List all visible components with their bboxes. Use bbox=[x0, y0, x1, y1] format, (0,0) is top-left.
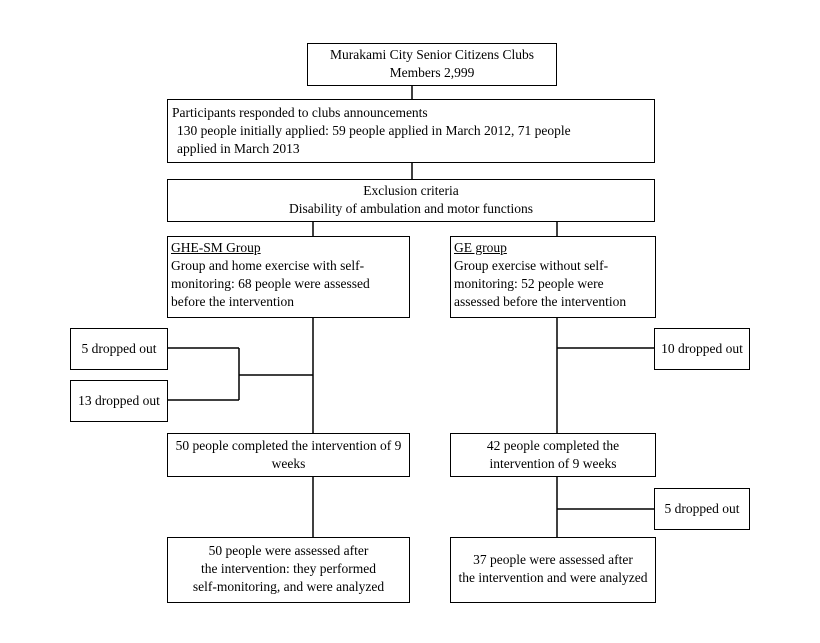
participants-heading: Participants responded to clubs announce… bbox=[172, 105, 428, 120]
ge-group-line-3: assessed before the intervention bbox=[454, 294, 627, 309]
ghe-sm-assessed-line-3: self-monitoring, and were analyzed bbox=[192, 579, 385, 594]
ge-assessed-line-1: 37 people were assessed after bbox=[473, 552, 633, 567]
ge-assessed-line-2: the intervention and were analyzed bbox=[458, 570, 648, 585]
ge-group-line-2: monitoring: 52 people were bbox=[454, 276, 604, 291]
participants-box: Participants responded to clubs announce… bbox=[167, 99, 655, 163]
source-population-box: Murakami City Senior Citizens Clubs Memb… bbox=[307, 43, 557, 86]
exclusion-box: Exclusion criteria Disability of ambulat… bbox=[167, 179, 655, 222]
ge-group-box: GE group Group exercise without self- mo… bbox=[450, 236, 656, 318]
ge-completed-line-2: intervention of 9 weeks bbox=[489, 456, 617, 471]
dropout-box-right-1: 10 dropped out bbox=[654, 328, 750, 370]
ghe-sm-assessed-line-1: 50 people were assessed after bbox=[208, 543, 369, 558]
dropout-box-left-2: 13 dropped out bbox=[70, 380, 168, 422]
ge-group-title: GE group bbox=[454, 240, 507, 255]
dropout-box-right-2: 5 dropped out bbox=[654, 488, 750, 530]
participants-detail-1: 130 people initially applied: 59 people … bbox=[177, 123, 571, 138]
source-population-title: Murakami City Senior Citizens Clubs bbox=[330, 47, 534, 62]
source-population-count: Members 2,999 bbox=[389, 65, 475, 80]
ghe-sm-assessed-box: 50 people were assessed after the interv… bbox=[167, 537, 410, 603]
exclusion-criteria: Disability of ambulation and motor funct… bbox=[288, 201, 534, 216]
ghe-sm-group-line-2: monitoring: 68 people were assessed bbox=[171, 276, 370, 291]
ge-completed-box: 42 people completed the intervention of … bbox=[450, 433, 656, 477]
exclusion-heading: Exclusion criteria bbox=[363, 183, 459, 198]
ghe-sm-group-line-1: Group and home exercise with self- bbox=[171, 258, 365, 273]
ge-completed-line-1: 42 people completed the bbox=[486, 438, 620, 453]
participants-detail-2: applied in March 2013 bbox=[177, 141, 300, 156]
dropout-left-1-label: 5 dropped out bbox=[81, 341, 157, 356]
ghe-sm-completed-box: 50 people completed the intervention of … bbox=[167, 433, 410, 477]
dropout-box-left-1: 5 dropped out bbox=[70, 328, 168, 370]
ghe-sm-group-box: GHE-SM Group Group and home exercise wit… bbox=[167, 236, 410, 318]
ghe-sm-group-title: GHE-SM Group bbox=[171, 240, 261, 255]
dropout-right-2-label: 5 dropped out bbox=[664, 501, 740, 516]
ghe-sm-completed-line-1: 50 people completed the intervention of … bbox=[175, 438, 402, 453]
ge-assessed-box: 37 people were assessed after the interv… bbox=[450, 537, 656, 603]
ghe-sm-group-line-3: before the intervention bbox=[171, 294, 294, 309]
ge-group-line-1: Group exercise without self- bbox=[454, 258, 609, 273]
ghe-sm-completed-line-2: weeks bbox=[271, 456, 306, 471]
ghe-sm-assessed-line-2: the intervention: they performed bbox=[200, 561, 377, 576]
dropout-left-2-label: 13 dropped out bbox=[78, 393, 160, 408]
dropout-right-1-label: 10 dropped out bbox=[661, 341, 743, 356]
